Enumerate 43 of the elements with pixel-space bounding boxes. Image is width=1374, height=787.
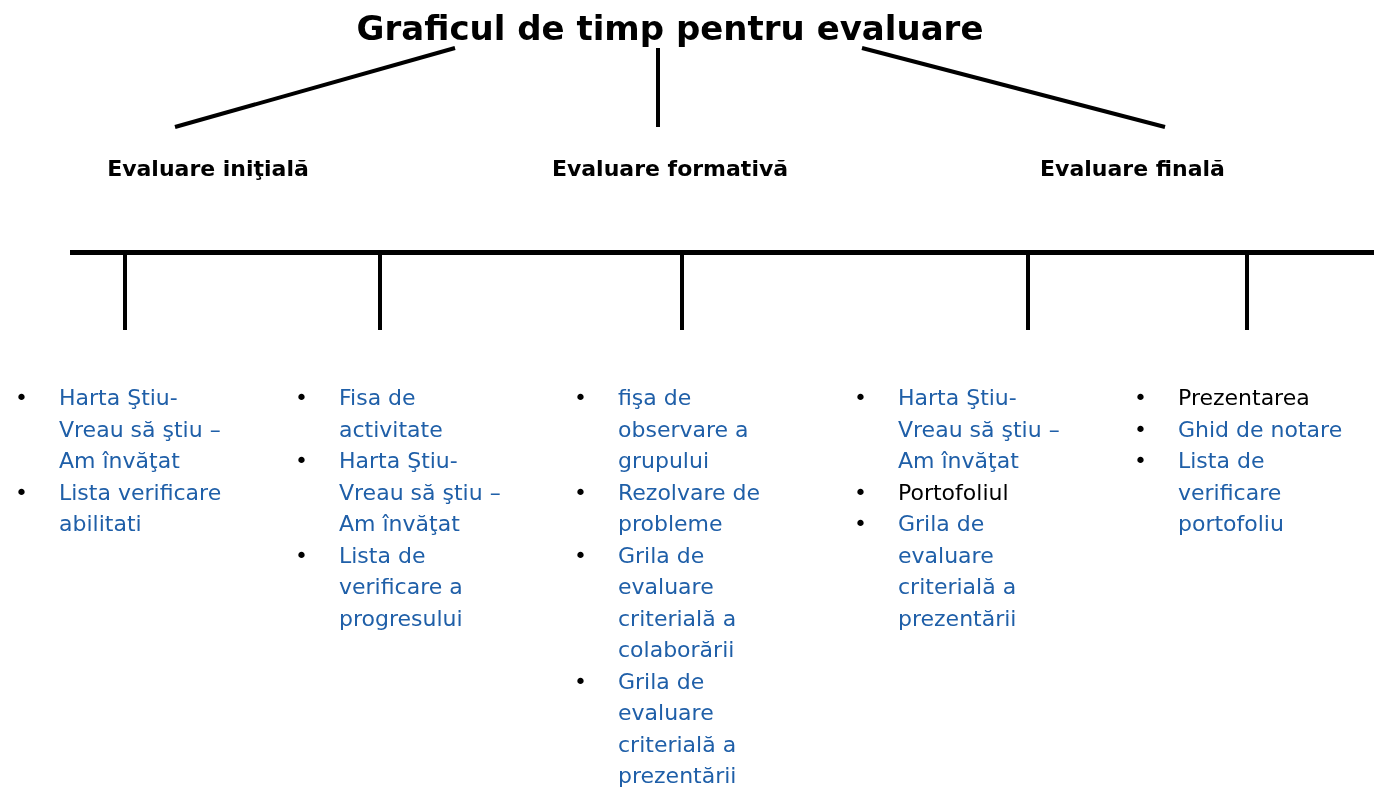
bullet-marker: • <box>854 478 868 507</box>
list-item: Harta Ştiu-Vreau să ştiu – Am învăţat <box>339 447 502 538</box>
list-item: Fisa de activitate <box>339 384 444 444</box>
list-item: Prezentarea <box>1178 384 1310 412</box>
connector-line <box>680 255 684 330</box>
bullet-marker: • <box>574 667 588 696</box>
connector-line <box>123 255 127 330</box>
bullet-marker: • <box>1134 447 1148 475</box>
bullet-marker: • <box>574 384 588 412</box>
bullet-marker: • <box>295 384 309 412</box>
list-item: Ghid de notare <box>1178 415 1343 444</box>
connector-line <box>378 255 382 330</box>
connector-line <box>1026 255 1030 330</box>
bullet-marker: • <box>574 541 588 570</box>
list-item: Rezolvare de probleme <box>618 478 762 538</box>
list-item: fişa de observare a grupului <box>618 384 750 475</box>
bullet-marker: • <box>854 384 868 412</box>
bullet-marker: • <box>15 384 29 412</box>
phase-heading: Evaluare formativă <box>528 156 812 181</box>
list-item: Lista de verificare portofoliu <box>1178 447 1285 538</box>
connector-line <box>656 48 660 127</box>
list-item: Lista de verificare a progresului <box>339 541 464 633</box>
phase-heading: Evaluare iniţială <box>88 156 328 181</box>
bullet-marker: • <box>854 510 868 538</box>
list-item: Grila de evaluare criterială a prezentării <box>618 667 738 787</box>
diagram-title: Graficul de timp pentru evaluare <box>340 8 1000 48</box>
bullet-marker: • <box>1134 415 1148 444</box>
timeline-bar <box>70 250 1374 255</box>
phase-heading: Evaluare finală <box>1020 156 1245 181</box>
bullet-marker: • <box>295 541 309 570</box>
connector-line <box>1245 255 1249 330</box>
bullet-marker: • <box>1134 384 1148 412</box>
list-item: Harta Ştiu-Vreau să ştiu – Am învăţat <box>898 384 1061 475</box>
list-item: Portofoliul <box>898 478 1009 507</box>
list-item: Harta Ştiu-Vreau să ştiu – Am învăţat <box>59 384 222 475</box>
connector-line <box>174 46 456 129</box>
connector-line <box>861 46 1166 129</box>
bullet-marker: • <box>574 478 588 507</box>
list-item: Lista verificare abilitati <box>59 478 223 538</box>
bullet-marker: • <box>295 447 309 475</box>
list-item: Grila de evaluare criterială a prezentării <box>898 510 1018 633</box>
list-item: Grila de evaluare criterială a colaborării <box>618 541 738 664</box>
bullet-marker: • <box>15 478 29 507</box>
